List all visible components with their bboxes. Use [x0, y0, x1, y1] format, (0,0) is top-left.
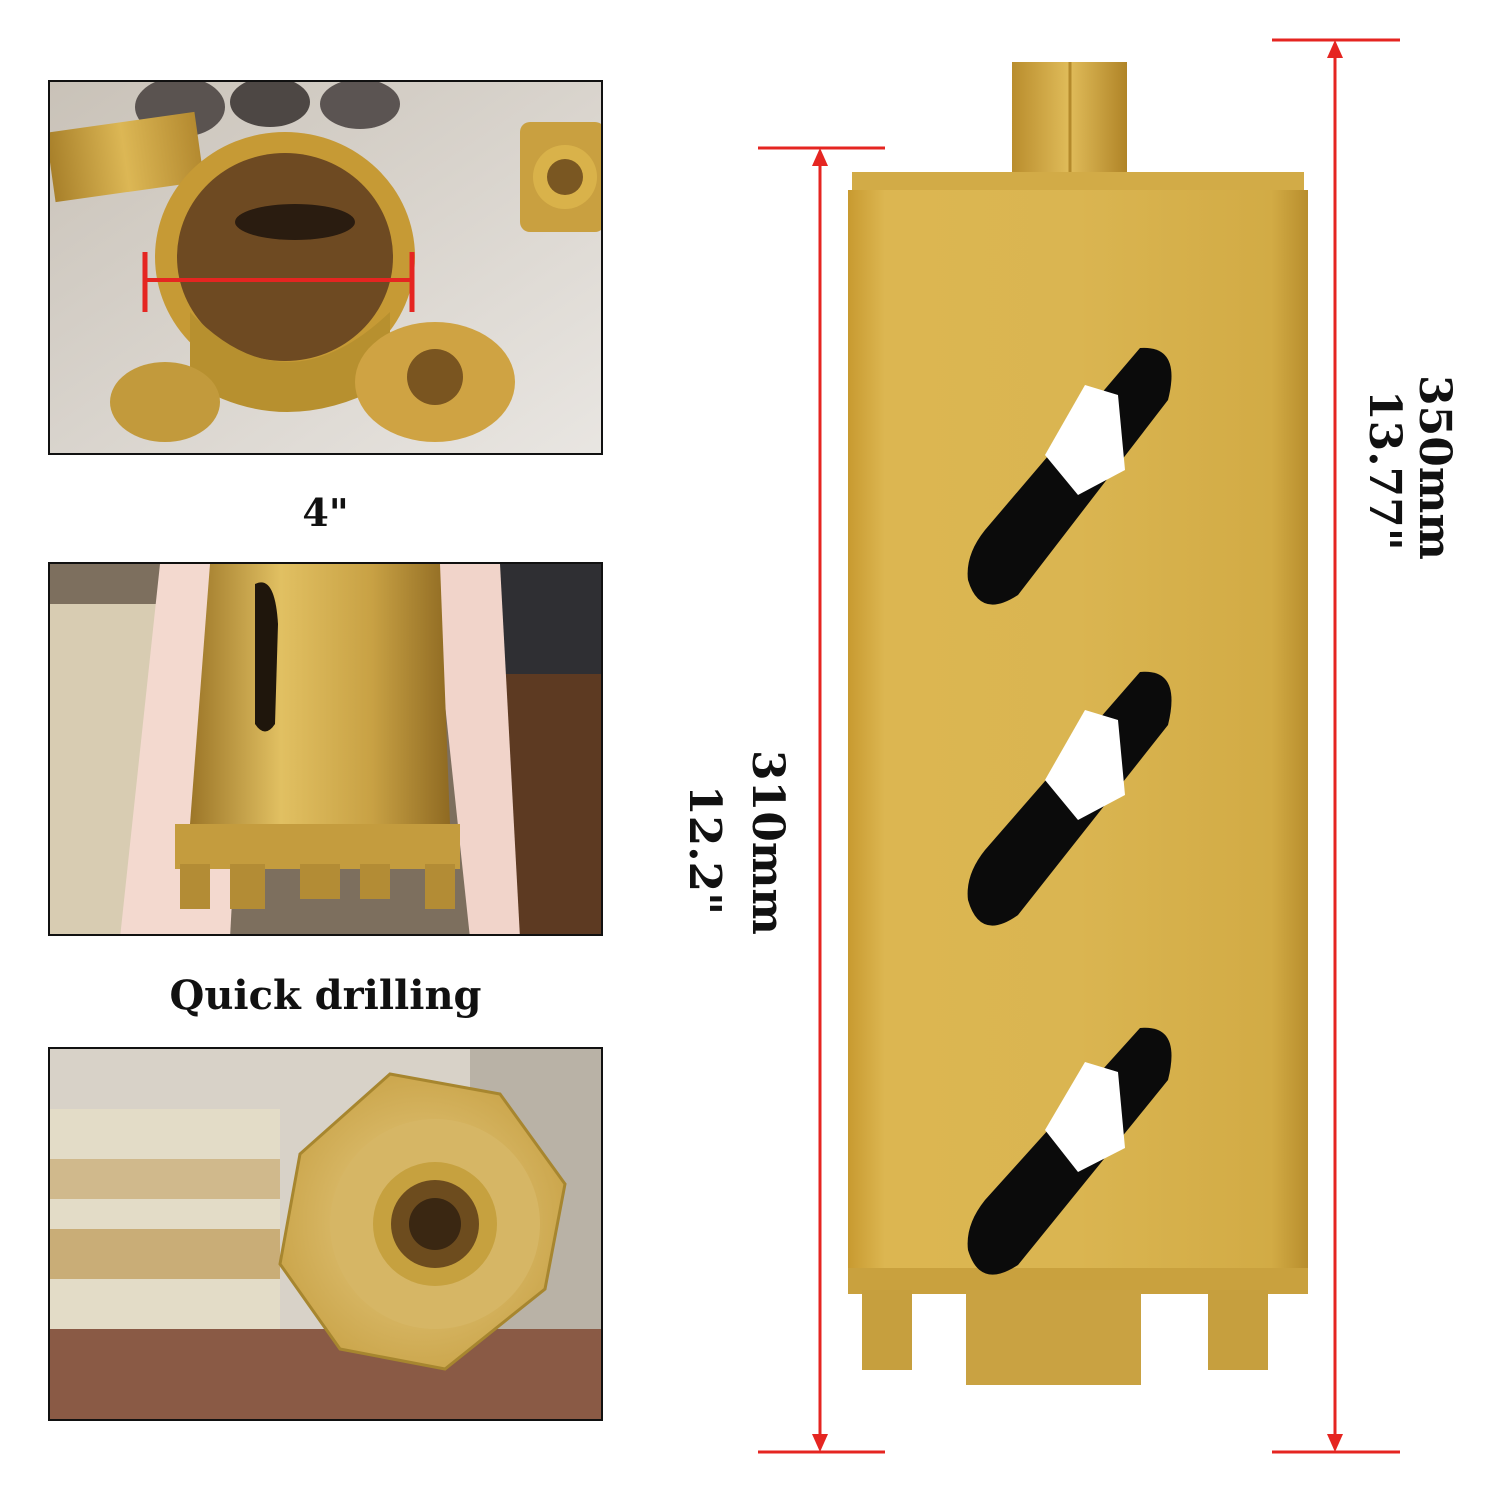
feature-caption: Quick drilling: [169, 972, 482, 1019]
photo-cutting-end: [48, 80, 603, 455]
barrel-length-mm-label: 310mm: [742, 750, 793, 935]
photo-cutting-end-image: [50, 82, 601, 453]
flute-slot: [967, 1027, 1172, 1275]
diameter-caption: 4": [302, 490, 349, 535]
flute-slot: [967, 671, 1172, 926]
total-length-dimension-line: [1272, 38, 1400, 1454]
photo-connector: [48, 1047, 603, 1421]
photo-hand-held-image: [50, 564, 601, 934]
barrel-length-in-label: 12.2": [679, 785, 730, 916]
total-length-mm-label: 350mm: [1409, 375, 1460, 560]
flute-slot: [967, 347, 1172, 605]
core-drill-bit-image: [758, 38, 1400, 1454]
photo-connector-image: [50, 1049, 601, 1419]
barrel-length-dimension-line: [758, 146, 885, 1454]
photo-hand-held: [48, 562, 603, 936]
total-length-in-label: 13.77": [1359, 390, 1410, 551]
